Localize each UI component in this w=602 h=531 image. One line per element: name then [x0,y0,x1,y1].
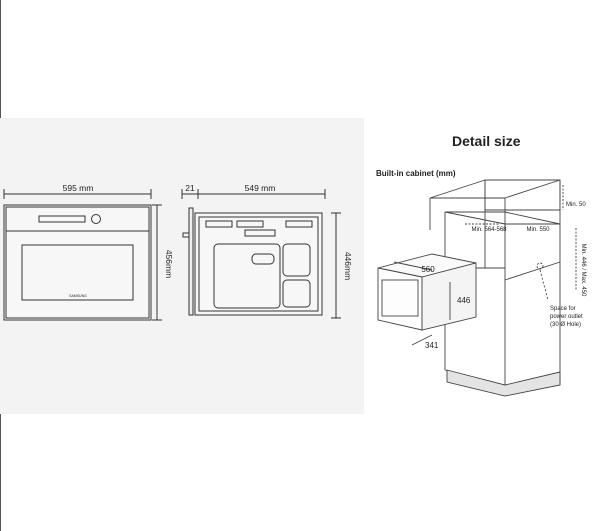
detail-size-title: Detail size [452,133,521,149]
cabinet-drawing [377,179,577,397]
outlet-leader-line [539,269,549,301]
outlet-label-line2: power outlet [550,314,583,320]
front-height-label: 456mm [164,250,174,278]
side-depth-label: 549 mm [245,183,276,193]
height-range-label: Min. 446 / Max. 450 [580,244,586,297]
side-handle [182,232,190,238]
brand-logo: SAMSUNG [69,294,87,298]
cabinet-top-face [484,179,561,211]
oven-display-panel [38,215,86,223]
front-width-label: 595 mm [63,183,94,193]
side-panel-lower-right [282,279,311,308]
side-height-label: 446mm [343,252,353,280]
side-panel-slot [251,253,275,265]
power-outlet-hole [536,262,544,270]
oven-side-inner [198,216,319,312]
oven-door-outline [381,279,419,317]
oven-depth-dim [411,334,433,346]
oven-control-knob [91,214,101,224]
side-panel-large [213,243,281,309]
front-view [3,189,162,321]
oven-width-dim [393,261,433,271]
cabinet-plinth [446,369,561,397]
top-vent-4 [244,229,276,237]
depth-min-label: Min. 550 [526,227,550,233]
width-range-label: Min. 564-568 [471,227,507,233]
outlet-label-line3: (30 Ø Hole) [550,322,581,328]
side-panel-upper-right [282,243,311,277]
oven-side-face [421,262,477,331]
cabinet-opening-floor-edge [504,261,561,281]
side-door-panel [188,207,194,316]
cabinet-edge-top-left [429,179,486,199]
outlet-label-line1: Space for [550,306,576,312]
oven-front-inner-frame [5,206,150,319]
oven-front-body [3,204,152,321]
cabinet-edge-top-right [504,179,561,199]
top-vent-3 [285,220,313,228]
cabinet-opening-top [444,211,561,225]
oven-depth-label: 341 [425,341,439,350]
top-vent-2 [236,220,264,228]
oven-width-label: 560 [421,265,435,274]
oven-front-face [377,267,423,331]
oven-height-label: 446 [457,296,471,305]
door-depth-label: 21 [185,183,195,193]
cabinet-subtitle: Built-in cabinet (mm) [376,169,456,178]
oven-front-window [21,244,134,301]
top-gap-label: Min. 50 [566,202,586,208]
side-view [181,189,341,319]
top-vent-1 [205,220,233,228]
